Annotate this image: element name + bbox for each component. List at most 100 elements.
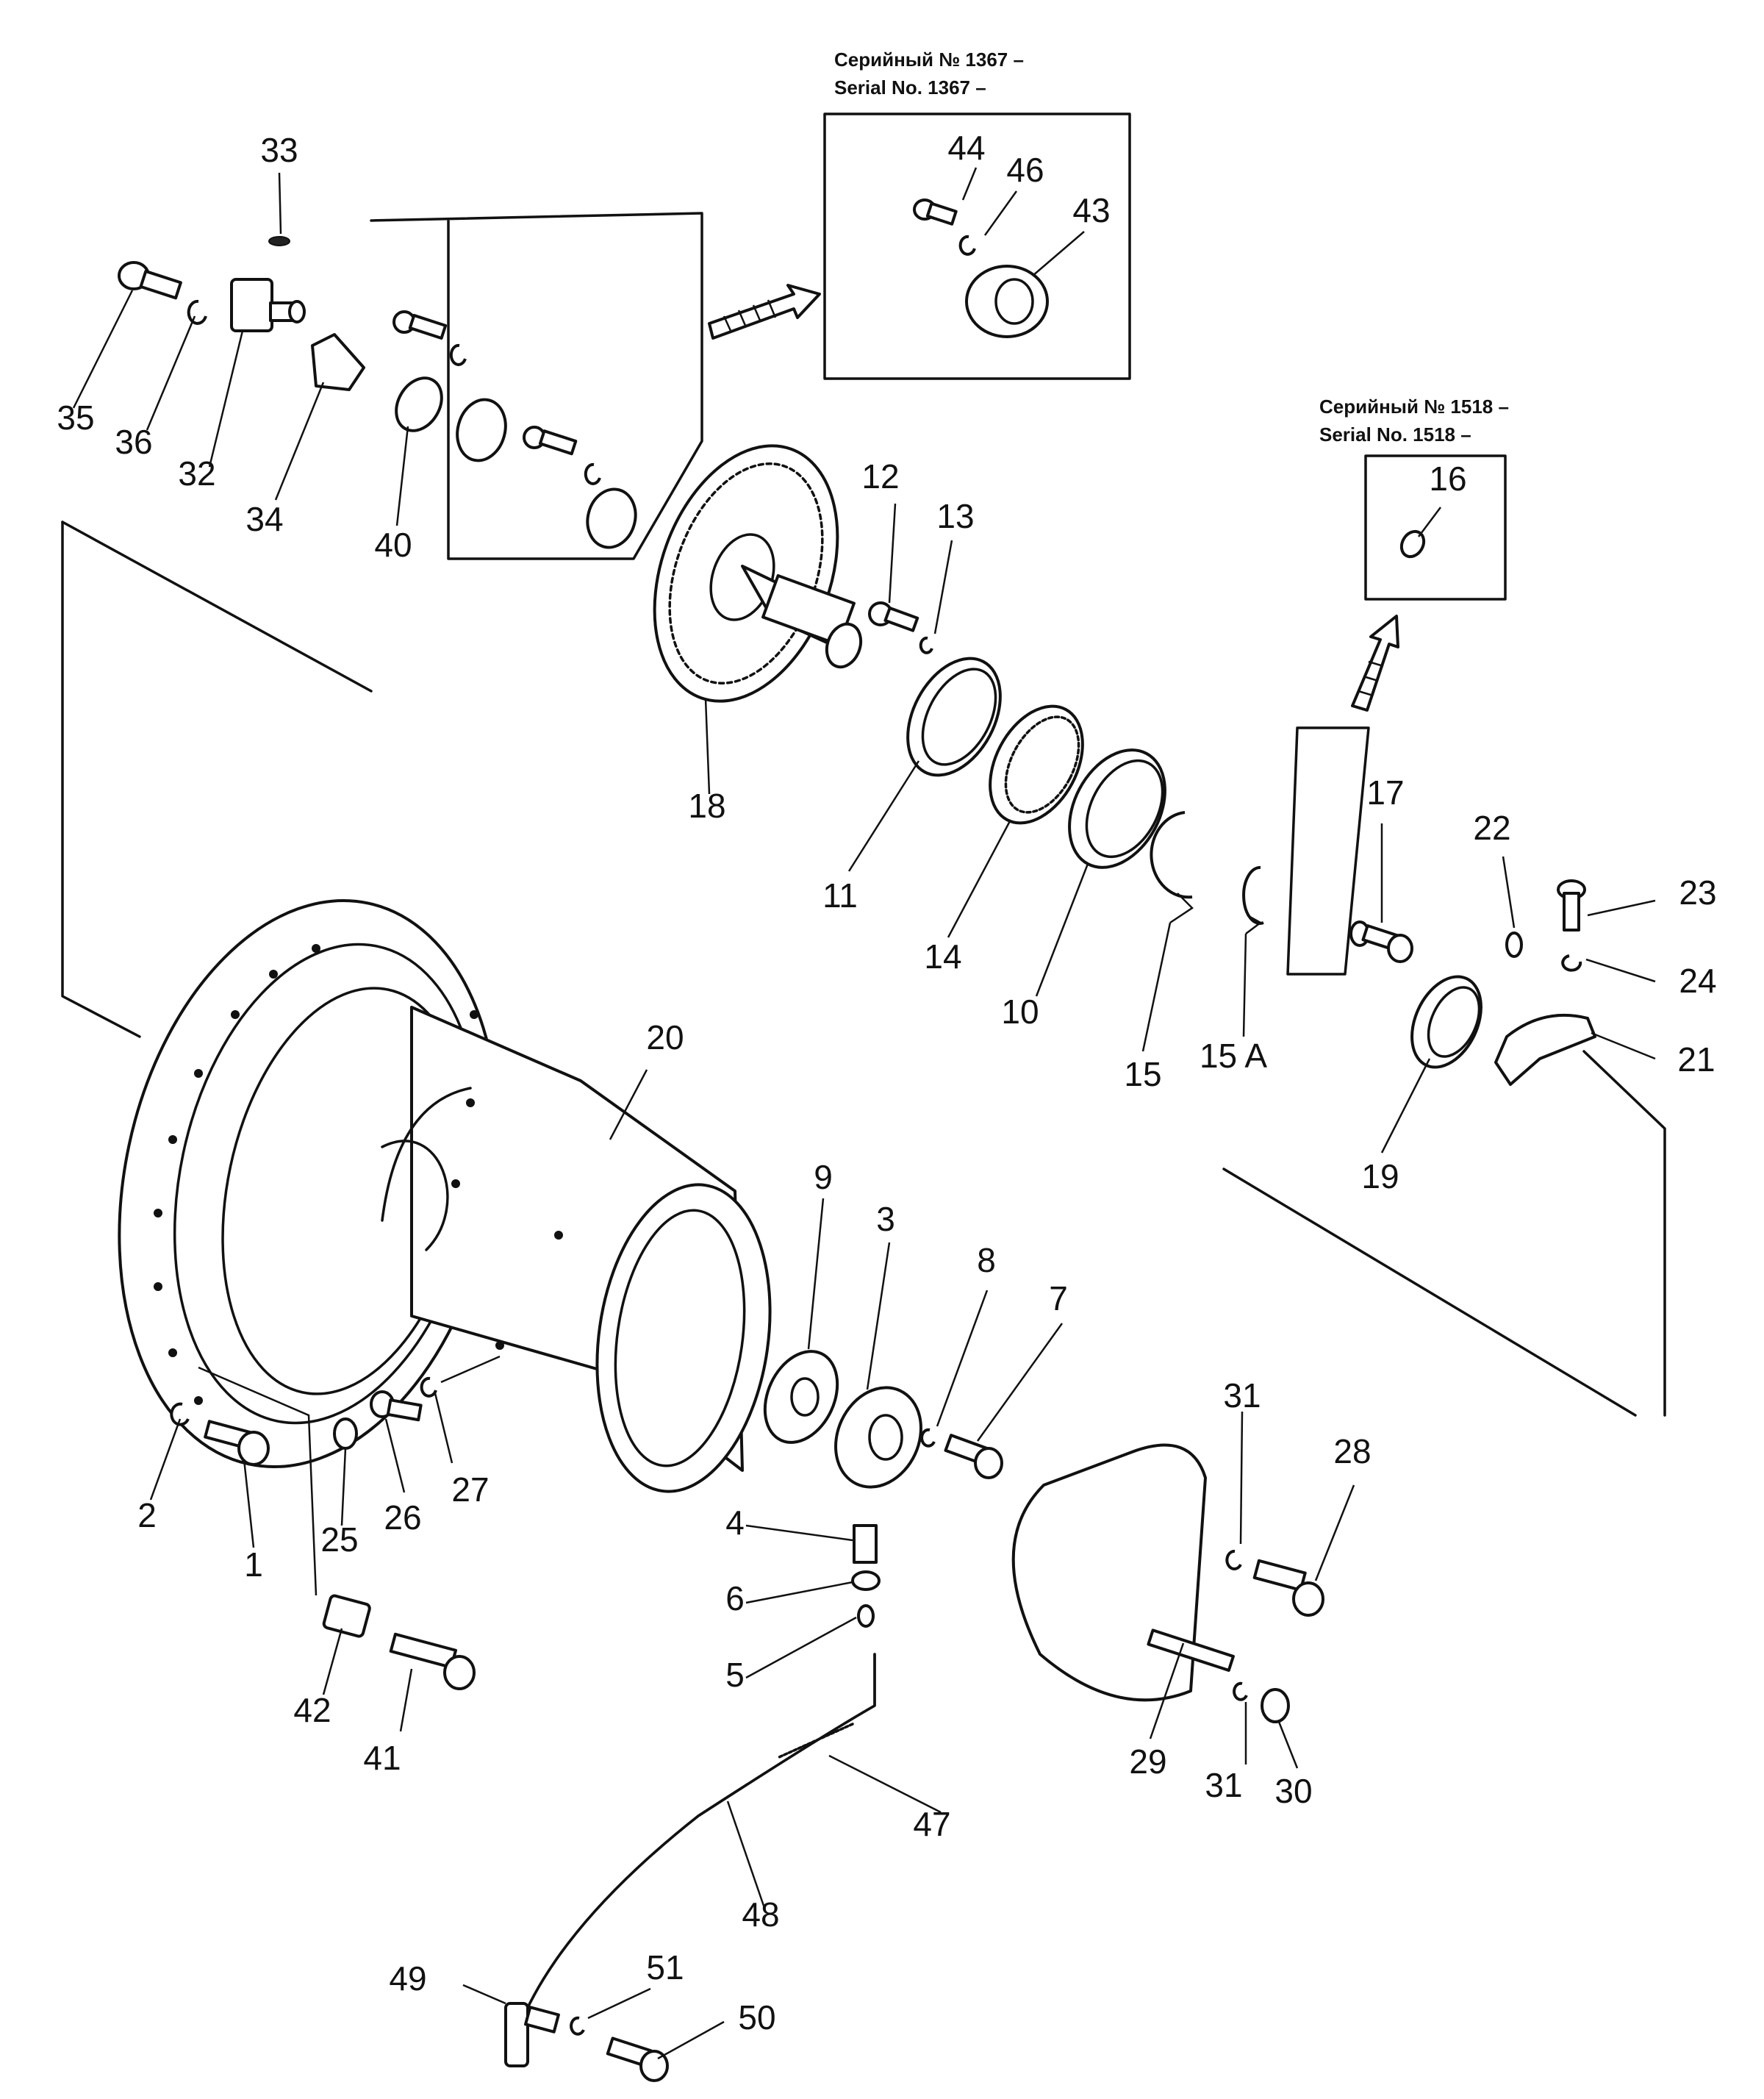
plug-25 [333, 1417, 358, 1450]
callout-46: 46 [1006, 151, 1044, 189]
callout-48: 48 [742, 1895, 779, 1934]
inset-panel-17 [1286, 726, 1370, 976]
plate-9 [763, 1350, 839, 1444]
sleeve-5 [857, 1604, 875, 1628]
callout-49: 49 [389, 1959, 426, 1998]
serial-note-1367-en: Serial No. 1367 – [834, 76, 986, 99]
washer-2 [170, 1402, 190, 1426]
callout-25: 25 [320, 1520, 358, 1559]
serial-note-1518-ru: Серийный № 1518 – [1319, 396, 1509, 418]
callout-26: 26 [384, 1498, 421, 1537]
cover-3 [834, 1386, 922, 1489]
bearing-race-10 [1068, 748, 1166, 869]
group-outline-upper [370, 212, 703, 560]
ref-line-left-upper [61, 521, 373, 693]
leader-lines [72, 167, 1656, 2060]
callout-16: 16 [1429, 460, 1466, 498]
bolt-7 [944, 1434, 1003, 1479]
ref-line-21 [1582, 1050, 1666, 1417]
callout-36: 36 [115, 423, 152, 461]
callout-20: 20 [646, 1018, 684, 1056]
callout-30: 30 [1274, 1772, 1312, 1810]
callout-40: 40 [374, 526, 412, 564]
bolt-23 [1557, 879, 1586, 932]
inset-box-1518 [1364, 454, 1507, 601]
arrow-to-1518 [1351, 615, 1399, 712]
callout-43: 43 [1072, 191, 1110, 229]
callout-17: 17 [1366, 773, 1404, 812]
callout-2: 2 [137, 1496, 157, 1534]
bearing-19 [1410, 975, 1482, 1069]
stud-29 [1147, 1628, 1235, 1672]
nut-6 [851, 1570, 881, 1591]
callout-7: 7 [1049, 1279, 1068, 1317]
oring-16 [1399, 529, 1426, 559]
clamp-49 [504, 2002, 560, 2067]
snap-ring-15 [1150, 811, 1193, 899]
snap-ring-15a [1242, 865, 1264, 925]
callout-51: 51 [646, 1948, 684, 1987]
bolt-35 [118, 261, 182, 300]
gear-18 [653, 444, 863, 703]
bolt-upper-a [392, 310, 448, 340]
washer-13 [919, 636, 933, 654]
callout-labels: 1 2 3 4 5 6 7 8 9 10 11 12 13 14 15 15 A… [57, 129, 1716, 2037]
spacer-42 [322, 1594, 371, 1638]
callout-15: 15 [1124, 1055, 1161, 1093]
callout-9: 9 [814, 1158, 833, 1196]
callout-8: 8 [977, 1241, 996, 1279]
bolt-41 [389, 1632, 476, 1690]
callout-11: 11 [822, 876, 858, 915]
nipple-22 [1505, 932, 1523, 958]
bolt-upper-b [523, 426, 578, 456]
serial-note-1367-ru: Серийный № 1367 – [834, 49, 1024, 71]
callout-18: 18 [688, 787, 725, 825]
callout-28: 28 [1333, 1432, 1371, 1470]
callout-14: 14 [924, 937, 961, 976]
callout-3: 3 [876, 1200, 895, 1238]
callout-41: 41 [363, 1739, 401, 1777]
washer-upper-b [584, 462, 601, 485]
washer-upper-a [449, 343, 467, 366]
serial-note-1367: Серийный № 1367 – Serial No. 1367 – [834, 49, 1024, 99]
nut-30 [1261, 1688, 1290, 1723]
bolt-44 [913, 199, 958, 226]
plate-34 [311, 333, 365, 391]
callout-31-top: 31 [1223, 1376, 1261, 1415]
callout-35: 35 [57, 398, 94, 437]
cap-21 [1494, 1013, 1596, 1086]
callout-29: 29 [1129, 1742, 1166, 1781]
fitting-32 [230, 278, 306, 332]
washer-31-top [1225, 1550, 1242, 1570]
flange-upper [456, 398, 507, 462]
washer-31-bottom [1233, 1681, 1248, 1701]
serial-note-1518: Серийный № 1518 – Serial No. 1518 – [1319, 396, 1509, 446]
bolt-28 [1252, 1559, 1324, 1617]
callout-21: 21 [1677, 1040, 1715, 1079]
callout-50: 50 [738, 1998, 775, 2037]
serial-note-1518-en: Serial No. 1518 – [1319, 423, 1471, 446]
callout-24: 24 [1679, 962, 1716, 1000]
callout-5: 5 [725, 1656, 745, 1694]
callout-1: 1 [244, 1545, 263, 1584]
bolt-17 [1349, 920, 1413, 963]
ref-line-left [61, 521, 141, 1038]
callout-13: 13 [936, 497, 974, 535]
callout-10: 10 [1001, 993, 1039, 1031]
bolt-12 [868, 601, 919, 632]
callout-33: 33 [260, 131, 298, 169]
callout-27: 27 [451, 1470, 489, 1509]
bolt-1 [204, 1420, 270, 1466]
ring-11 [906, 657, 1002, 777]
callout-47: 47 [913, 1805, 950, 1843]
washer-46 [958, 235, 976, 256]
housing-20 [118, 898, 772, 1493]
callout-15a: 15 A [1200, 1037, 1267, 1075]
oring-33 [268, 236, 290, 246]
hose-47-48 [517, 1653, 876, 2031]
washer-24 [1561, 954, 1582, 972]
callout-44: 44 [947, 129, 985, 167]
callout-34: 34 [245, 500, 283, 538]
cap-40 [395, 376, 443, 432]
